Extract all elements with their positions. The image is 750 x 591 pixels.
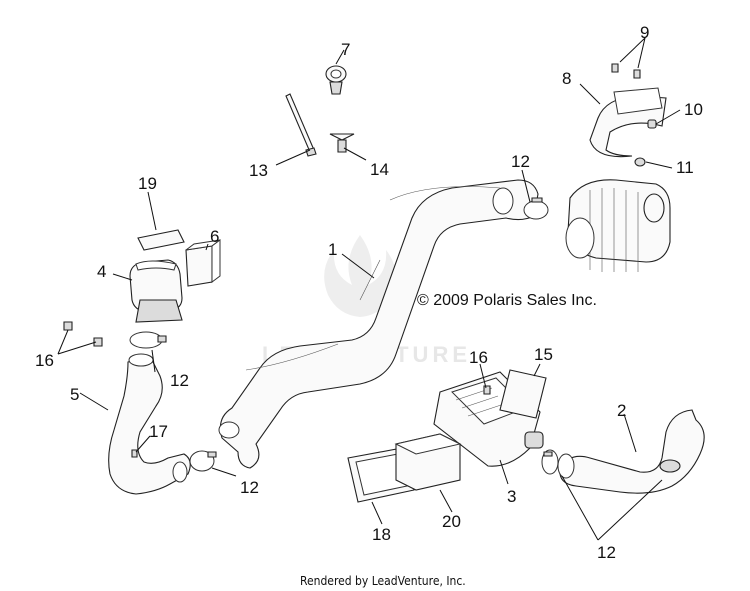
- clamp-12-right: [541, 449, 559, 475]
- fastener-10: [647, 119, 657, 129]
- callout-12-mid: 12: [240, 478, 259, 497]
- clamp-12-mid: [189, 450, 217, 472]
- callout-1: 1: [328, 240, 337, 259]
- nut-11: [634, 157, 646, 167]
- callout-4: 4: [97, 262, 106, 281]
- callout-8: 8: [562, 69, 571, 88]
- airbox-4: [129, 259, 183, 323]
- callout-14: 14: [370, 160, 389, 179]
- callout-11: 11: [676, 158, 694, 177]
- callout-19: 19: [138, 174, 157, 193]
- callout-2: 2: [617, 401, 626, 420]
- callout-3: 3: [507, 487, 516, 506]
- callout-17: 17: [149, 422, 168, 441]
- callout-18: 18: [372, 525, 391, 544]
- callout-13: 13: [249, 161, 268, 180]
- outlet-hose-2: [557, 409, 705, 494]
- leader-lines: [57, 37, 681, 541]
- callout-12-right: 12: [597, 543, 616, 562]
- callout-labels: 1 2 3 4 5 6 7 8 9 10 11 12 12 12 12 13 1…: [35, 23, 703, 562]
- callout-15: 15: [534, 345, 553, 364]
- clip-14: [329, 133, 355, 153]
- callout-20: 20: [442, 512, 461, 531]
- callout-16-right: 16: [469, 348, 488, 367]
- bolt-16-left: [63, 321, 103, 347]
- clamp-12-top: [523, 197, 549, 220]
- callout-12-left: 12: [170, 371, 189, 390]
- strap-13: [285, 93, 317, 157]
- callout-16-left: 16: [35, 351, 54, 370]
- callout-6: 6: [210, 227, 219, 246]
- screws-9: [611, 63, 641, 79]
- callout-7: 7: [341, 40, 350, 59]
- callout-5: 5: [70, 385, 79, 404]
- copyright-text: © 2009 Polaris Sales Inc.: [417, 292, 597, 309]
- filter-element-6: [185, 239, 221, 287]
- foam-filter-19: [137, 229, 185, 251]
- bolt-16-right: [483, 385, 491, 395]
- callout-9: 9: [640, 23, 649, 42]
- inlet-duct-5: [108, 353, 191, 495]
- callout-12-top: 12: [511, 152, 530, 171]
- clamp-12-left: [129, 331, 167, 349]
- bracket-8: [589, 87, 667, 158]
- callout-10: 10: [684, 100, 703, 119]
- air-filter-canister: [565, 179, 671, 272]
- filter-block-20: [394, 433, 462, 491]
- footer-text: Rendered by LeadVenture, Inc.: [300, 574, 466, 588]
- intake-duct-1: [218, 179, 539, 469]
- sensor-7: [325, 65, 347, 95]
